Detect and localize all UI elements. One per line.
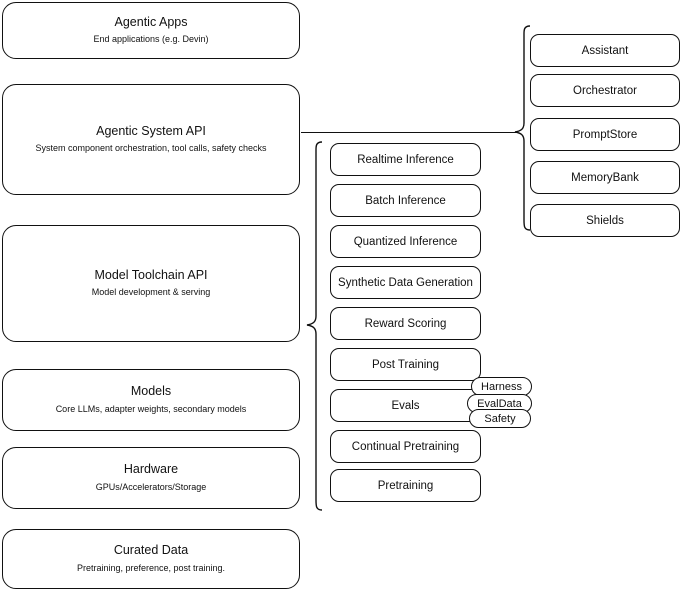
layer-subtitle: Core LLMs, adapter weights, secondary mo… [55,403,247,414]
chip-post-training[interactable]: Post Training [330,348,481,381]
chip-label: PromptStore [572,128,638,141]
chip-pretraining[interactable]: Pretraining [330,469,481,502]
chip-label: Reward Scoring [364,317,447,330]
layer-title: Hardware [123,462,179,477]
chip-label: Assistant [581,44,629,57]
chip-label: Shields [586,214,624,227]
chip-label: Evals [391,399,420,412]
chip-label: Pretraining [377,479,434,492]
chip-memorybank[interactable]: MemoryBank [530,161,680,194]
chip-label: Batch Inference [365,194,446,207]
chip-batch-inference[interactable]: Batch Inference [330,184,481,217]
pill-label: EvalData [477,397,522,410]
layer-title: Models [130,384,172,399]
connector-system-api-to-components [301,132,517,133]
pill-safety[interactable]: Safety [469,409,531,428]
chip-label: Quantized Inference [353,235,458,248]
chip-orchestrator[interactable]: Orchestrator [530,74,680,107]
layer-title: Curated Data [113,543,189,558]
layer-hardware[interactable]: Hardware GPUs/Accelerators/Storage [2,447,300,509]
pill-label: Harness [481,380,522,393]
layer-models[interactable]: Models Core LLMs, adapter weights, secon… [2,369,300,431]
chip-label: Synthetic Data Generation [338,276,473,289]
pill-label: Safety [484,412,516,425]
chip-realtime-inference[interactable]: Realtime Inference [330,143,481,176]
chip-shields[interactable]: Shields [530,204,680,237]
layer-curated-data[interactable]: Curated Data Pretraining, preference, po… [2,529,300,589]
chip-label: Orchestrator [573,84,637,97]
bracket-system-components [512,24,532,238]
chip-evals[interactable]: Evals [330,389,481,422]
layer-model-toolchain-api[interactable]: Model Toolchain API Model development & … [2,225,300,342]
layer-agentic-system-api[interactable]: Agentic System API System component orch… [2,84,300,195]
chip-continual-pretraining[interactable]: Continual Pretraining [330,430,481,463]
chip-reward-scoring[interactable]: Reward Scoring [330,307,481,340]
chip-label: Post Training [371,358,440,371]
layer-subtitle: Pretraining, preference, post training. [76,562,226,573]
chip-label: Continual Pretraining [351,440,460,453]
layer-title: Agentic System API [96,123,206,138]
layer-subtitle: Model development & serving [91,287,211,298]
layer-agentic-apps[interactable]: Agentic Apps End applications (e.g. Devi… [2,2,300,59]
layer-subtitle: End applications (e.g. Devin) [93,34,209,45]
chip-promptstore[interactable]: PromptStore [530,118,680,151]
chip-quantized-inference[interactable]: Quantized Inference [330,225,481,258]
chip-assistant[interactable]: Assistant [530,34,680,67]
layer-subtitle: GPUs/Accelerators/Storage [95,481,207,492]
layer-title: Model Toolchain API [94,267,208,282]
chip-synthetic-data-generation[interactable]: Synthetic Data Generation [330,266,481,299]
bracket-toolchain [304,140,324,520]
layer-subtitle: System component orchestration, tool cal… [35,143,267,154]
layer-title: Agentic Apps [114,14,188,29]
chip-label: MemoryBank [571,171,639,184]
chip-label: Realtime Inference [357,153,454,166]
